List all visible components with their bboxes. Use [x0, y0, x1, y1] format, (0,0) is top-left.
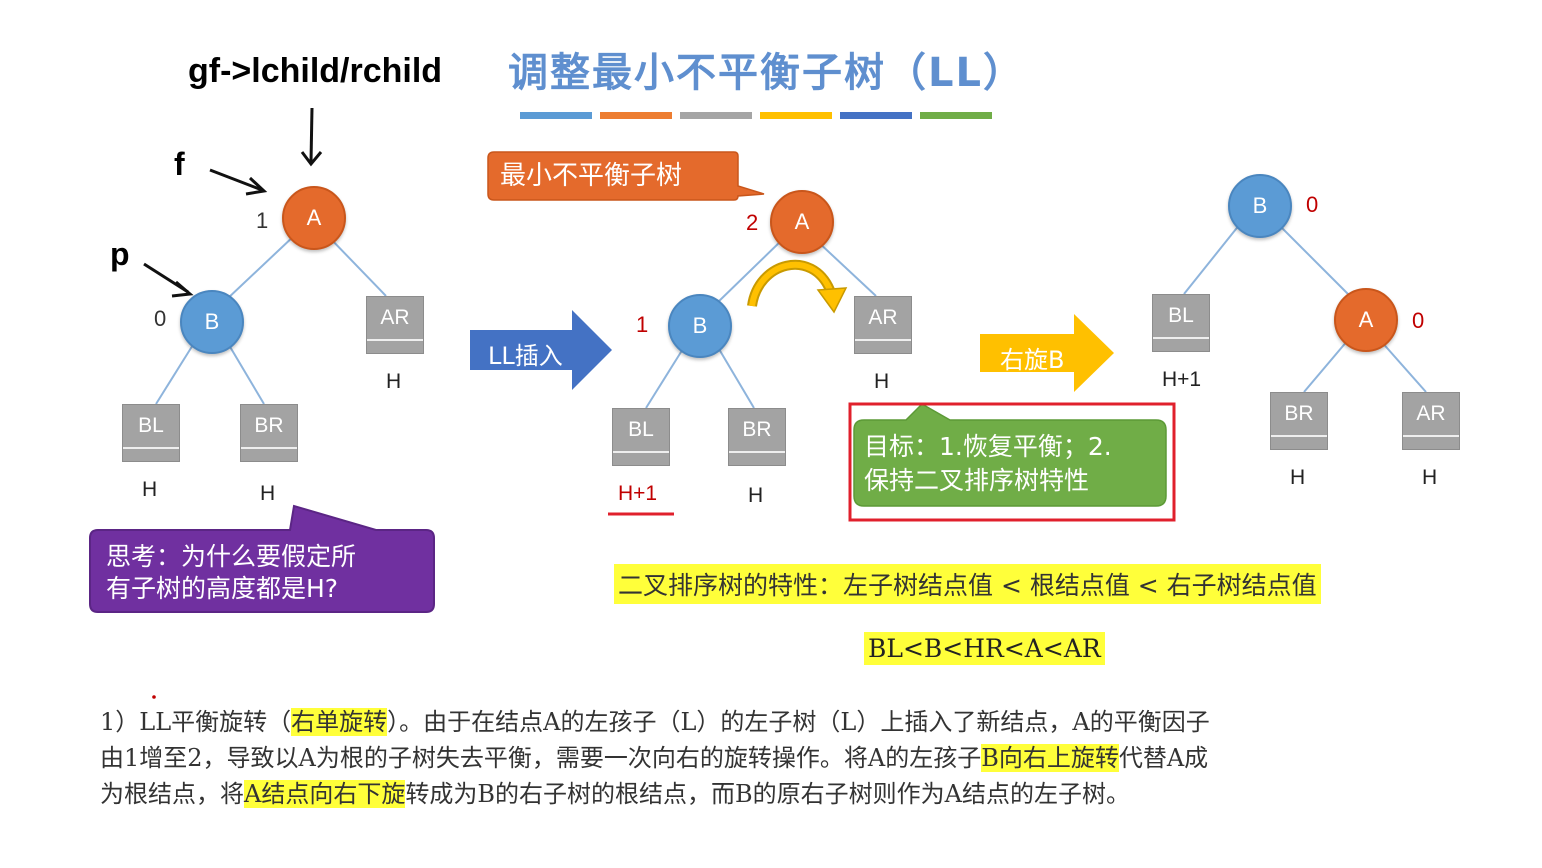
tree1-height-BL: H — [142, 478, 158, 501]
stray-dot — [152, 695, 156, 699]
tree2-bf-B: 1 — [636, 312, 649, 337]
think-line-1: 思考：为什么要假定所 — [106, 542, 357, 571]
tree3-bf-A: 0 — [1412, 308, 1425, 333]
tree1-bf-A: 1 — [256, 208, 269, 233]
edge-B-BR-1 — [225, 339, 265, 405]
tree2-subtree-AR: AR — [854, 296, 912, 354]
ll-insert-label: LL插入 — [488, 342, 563, 370]
f-label: f — [174, 146, 185, 182]
page-title: 调整最小不平衡子树（LL） — [508, 50, 1025, 96]
tree3-height-AR: H — [1422, 466, 1438, 489]
tree3-subtree-AR: AR — [1402, 392, 1460, 450]
tree2-node-B: B — [668, 294, 732, 358]
tree1-subtree-AR: AR — [366, 296, 424, 354]
tree1-node-B: B — [180, 290, 244, 354]
tree3-node-B: B — [1228, 174, 1292, 238]
tree1-subtree-BL: BL — [122, 404, 180, 462]
gf-label: gf->lchild/rchild — [188, 52, 443, 90]
tree3-height-BL: H+1 — [1162, 368, 1202, 391]
edge-B-BL-3 — [1183, 223, 1241, 295]
tree3-node-A: A — [1334, 288, 1398, 352]
ll-insert-arrow — [470, 310, 612, 390]
goal-line-1: 目标：1.恢复平衡；2. — [864, 432, 1112, 461]
think-line-2: 有子树的高度都是H? — [106, 574, 339, 603]
edge-B-BR-2 — [715, 343, 755, 409]
tree3-subtree-BL: BL — [1152, 294, 1210, 352]
bst-property: 二叉排序树的特性：左子树结点值 < 根结点值 < 右子树结点值 — [614, 564, 1321, 604]
edge-A-AR-1 — [327, 235, 387, 297]
goal-line-2: 保持二叉排序树特性 — [864, 466, 1090, 495]
explanation-line-1: 1）LL平衡旋转（右单旋转）。由于在结点A的左孩子（L）的左子树（L）上插入了新… — [100, 708, 1210, 736]
edge-B-A-3 — [1277, 223, 1353, 299]
tree3-subtree-BR: BR — [1270, 392, 1328, 450]
p-label: p — [110, 236, 130, 272]
gf-arrow — [309, 107, 314, 163]
tree2-bf-A: 2 — [746, 210, 759, 235]
edge-A-AR-2 — [815, 239, 877, 297]
f-arrow — [209, 168, 263, 192]
tree2-height-BL: H+1 — [618, 482, 658, 505]
tree2-height-BR: H — [748, 484, 764, 507]
edge-A-B-2 — [715, 237, 785, 305]
edge-A-B-1 — [225, 233, 297, 301]
edge-B-BL-2 — [645, 343, 687, 409]
min-subtree-label: 最小不平衡子树 — [500, 161, 683, 191]
order-formula: BL<B<HR<A<AR — [864, 632, 1105, 665]
tree2-height-AR: H — [874, 370, 890, 393]
explanation-line-2: 由1增至2，导致以A为根的子树失去平衡，需要一次向右的旋转操作。将A的左孩子B向… — [100, 744, 1209, 772]
callout-think-bg — [89, 504, 435, 613]
tree1-bf-B: 0 — [154, 306, 167, 331]
edge-B-BL-1 — [155, 339, 197, 405]
tree1-height-BR: H — [260, 482, 276, 505]
rotate-label: 右旋B — [1000, 346, 1065, 374]
red-highlight-box — [848, 402, 1176, 522]
edge-A-BR-3 — [1303, 339, 1349, 393]
rotate-arrow — [980, 314, 1114, 392]
tree2-node-A: A — [770, 190, 834, 254]
tree2-subtree-BL: BL — [612, 408, 670, 466]
callout-goal-bg — [853, 403, 1167, 507]
callout-min-subtree-bg — [487, 151, 765, 201]
title-color-stripe — [520, 112, 992, 119]
explanation-line-3: 为根结点，将A结点向右下旋转成为B的右子树的根结点，而B的原右子树则作为A结点的… — [100, 780, 1130, 808]
tree3-height-BR: H — [1290, 466, 1306, 489]
tree1-node-A: A — [282, 186, 346, 250]
edge-A-AR-3 — [1379, 339, 1427, 393]
tree1-subtree-BR: BR — [240, 404, 298, 462]
tree3-bf-B: 0 — [1306, 192, 1319, 217]
tree1-height-AR: H — [386, 370, 402, 393]
tree2-subtree-BR: BR — [728, 408, 786, 466]
